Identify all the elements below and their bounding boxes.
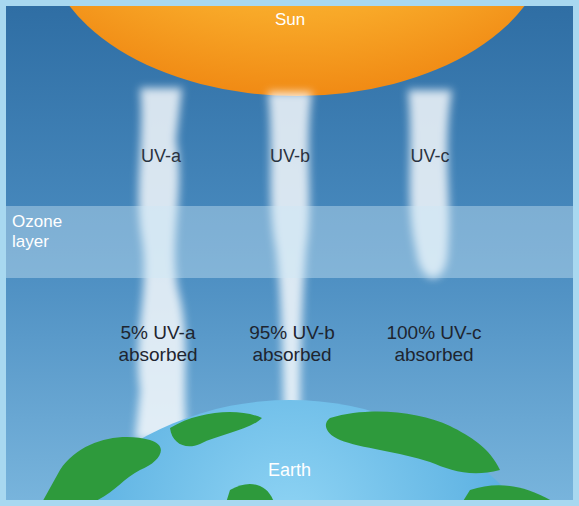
absorption-label: 95% UV-b absorbed	[237, 322, 347, 366]
absorption-label: 5% UV-a absorbed	[103, 322, 213, 366]
ozone-band: Ozone layer	[6, 206, 573, 278]
earth-shape: Earth	[262, 458, 317, 483]
absorption-label: 100% UV-c absorbed	[374, 322, 494, 366]
ozone-label: Ozone layer	[12, 212, 72, 251]
sun-label: Sun	[275, 10, 305, 30]
uv-label: UV-b	[255, 146, 325, 167]
uv-label: UV-c	[395, 146, 465, 167]
earth-label: Earth	[268, 460, 311, 481]
sun-shape: Sun	[269, 8, 311, 32]
uv-label: UV-a	[126, 146, 196, 167]
